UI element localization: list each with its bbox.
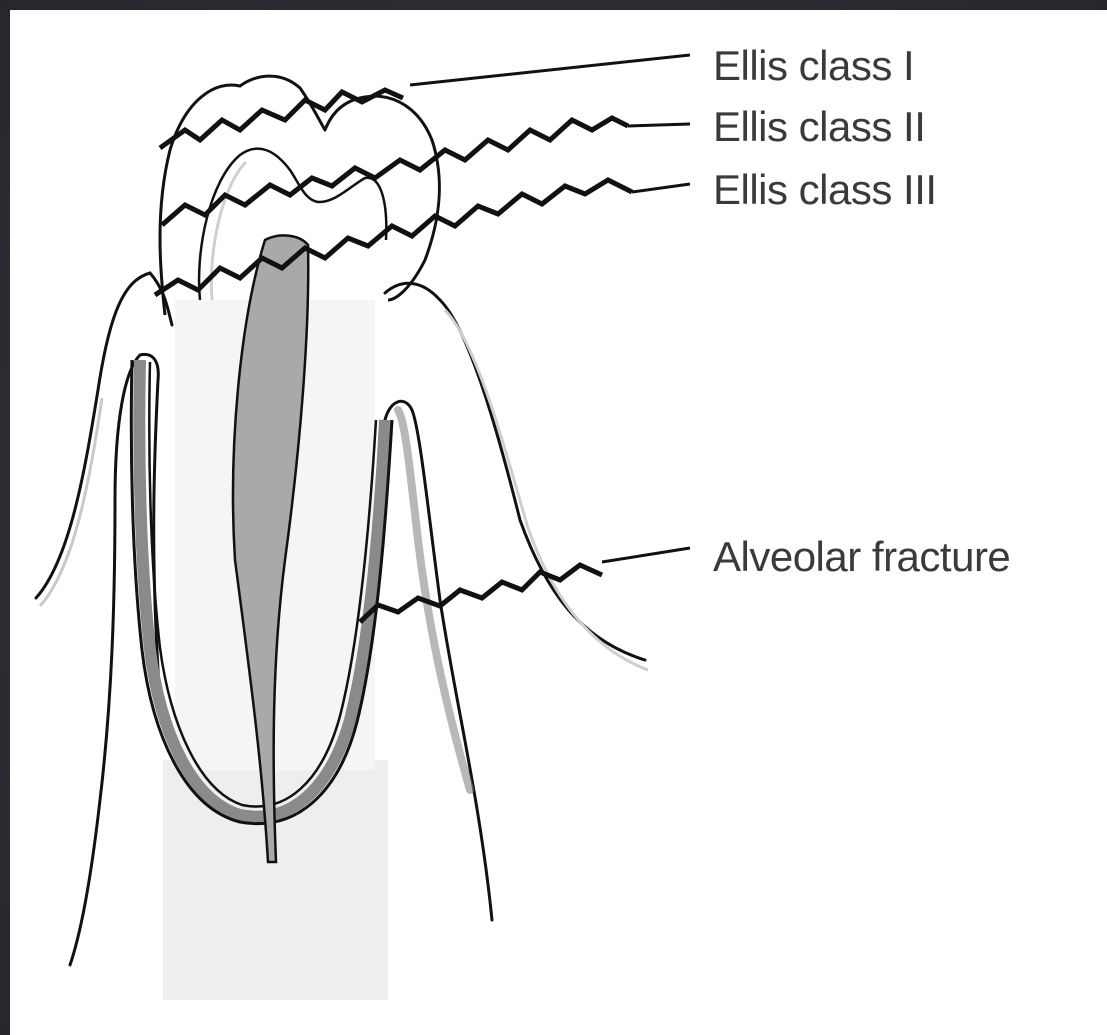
label-ellis-class-3: Ellis class III bbox=[713, 169, 937, 211]
ellis-class-1-leader bbox=[410, 55, 690, 85]
label-ellis-class-2: Ellis class II bbox=[713, 106, 925, 148]
gingiva-right-shadow bbox=[445, 310, 648, 670]
label-ellis-class-1: Ellis class I bbox=[713, 45, 914, 87]
label-alveolar-fracture: Alveolar fracture bbox=[713, 536, 1010, 578]
ellis-class-3-leader bbox=[632, 184, 690, 192]
ellis-class-2-line bbox=[162, 118, 628, 225]
alveolar-bone-left bbox=[70, 355, 140, 965]
alveolar-fracture-line bbox=[360, 565, 602, 622]
ellis-class-1-line bbox=[160, 90, 403, 148]
alveolar-bone-right-band bbox=[398, 410, 470, 790]
alveolar-fracture-leader bbox=[602, 548, 690, 562]
ellis-class-2-leader bbox=[628, 124, 690, 126]
